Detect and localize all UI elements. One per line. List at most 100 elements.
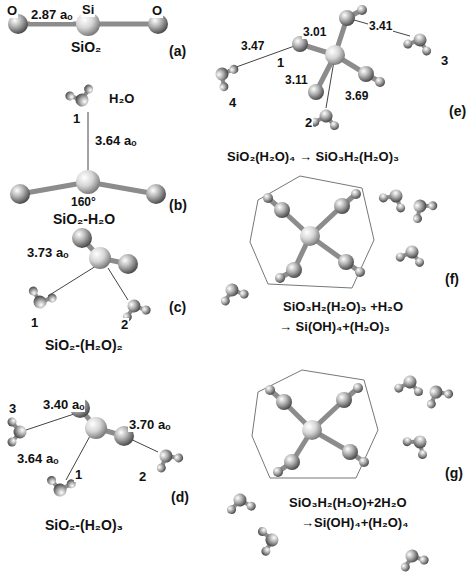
figure-label: 3.64 aₒ (94, 134, 137, 148)
figure-label: (c) (168, 300, 187, 315)
figure-label: SiO₂-H₂O (52, 212, 116, 227)
water-molecule (45, 475, 77, 499)
water-molecule (150, 443, 185, 474)
figure-label: (e) (448, 104, 467, 119)
atom-sphere (146, 184, 166, 204)
figure-label: 1 (72, 112, 81, 126)
water-molecule (405, 192, 439, 225)
illustration-group (18, 10, 380, 472)
atom-sphere (336, 392, 352, 408)
figure-label: SiO₂(H₂O)₄ → SiO₃H₂(H₂O)₃ (226, 150, 400, 164)
atom-sphere (85, 417, 107, 439)
figure-label: 3.40 aₒ (42, 398, 85, 412)
figure-label: O (151, 4, 163, 18)
figure-label: 3.47 (240, 40, 265, 53)
water-molecule (24, 285, 58, 313)
atom-sphere (89, 247, 111, 269)
bond-stick (347, 18, 410, 36)
atom-sphere (355, 267, 365, 277)
figure-label: (f) (444, 272, 460, 287)
figure-label: 3 (440, 54, 449, 68)
figure-label: 3.11 (284, 74, 309, 87)
atom-sphere (338, 254, 354, 270)
figure-label: 3.01 (302, 26, 327, 39)
figure-label: 3.73 aₒ (26, 246, 69, 260)
atom-sphere (300, 226, 320, 246)
water-molecule (402, 29, 436, 57)
figure-label: SiO₂-(H₂O)₂ (44, 338, 124, 353)
figure-label: → Si(OH)₄+(H₂O)₃ (278, 320, 391, 334)
figure-label: 3.70 aₒ (128, 418, 171, 432)
water-molecule (209, 58, 240, 93)
illustration-group (26, 18, 410, 480)
figure-label: SiO₃H₂(H₂O)₃ +H₂O (282, 300, 404, 314)
figure-label: (d) (170, 490, 190, 505)
figure-label: SiO₃H₂(H₂O)+2H₂O (288, 496, 408, 510)
water-molecule (257, 525, 281, 557)
atom-sphere (359, 457, 369, 467)
water-molecule (64, 83, 98, 111)
bond-stick (48, 266, 96, 296)
cluster-outline (250, 176, 374, 288)
figure-label: SiO₂ (70, 40, 102, 55)
atom-sphere (284, 454, 300, 470)
atom-sphere (339, 10, 355, 26)
atom-sphere (334, 198, 350, 214)
atom-sphere (375, 77, 385, 87)
atom-sphere (351, 189, 361, 199)
figure-label: 1 (276, 56, 285, 70)
atom-sphere (286, 262, 302, 278)
water-molecule (420, 379, 455, 410)
atom-sphere (308, 84, 324, 100)
water-molecule (396, 545, 430, 573)
figure-label: (a) (168, 44, 187, 59)
water-molecule (8, 418, 27, 447)
bond-stick (26, 412, 80, 430)
figure-label: 3.41 (368, 20, 393, 33)
atom-sphere (275, 273, 285, 283)
atom-sphere (358, 66, 374, 82)
figure-label: 4 (228, 96, 237, 110)
water-molecule (216, 279, 250, 307)
atom-sphere (72, 228, 92, 248)
figure-label: 1 (30, 316, 39, 330)
figure-label: (g) (444, 466, 464, 481)
water-molecule (225, 491, 257, 515)
figure-label: O (6, 4, 18, 18)
atom-sphere (265, 385, 275, 395)
figure-label: 3 (8, 402, 17, 416)
atom-sphere (263, 193, 273, 203)
atom-sphere (76, 170, 100, 194)
figure-label: SiO₂-(H₂O)₃ (44, 518, 124, 533)
water-molecule (377, 183, 412, 214)
figure-label: 1 (74, 468, 83, 482)
figure-label: Si (81, 3, 95, 17)
atom-sphere (325, 45, 345, 65)
water-molecule (401, 428, 435, 461)
atom-sphere (302, 420, 322, 440)
figure-label: 160° (70, 196, 97, 209)
atom-sphere (342, 444, 358, 460)
atom-sphere (10, 184, 30, 204)
bond-stick (88, 112, 89, 175)
water-molecule (310, 107, 342, 131)
atom-sphere (276, 394, 292, 410)
atom-sphere (357, 5, 367, 15)
figure-label: 3.69 (344, 90, 369, 103)
atom-sphere (274, 202, 290, 218)
atom-sphere (353, 383, 363, 393)
cluster-outline (252, 370, 378, 478)
figure-label: H₂O (108, 92, 135, 106)
water-molecule (394, 373, 426, 397)
figure-label: 2 (120, 318, 129, 332)
atom-sphere (273, 467, 283, 477)
figure-label: 2 (138, 470, 147, 484)
water-molecule (395, 242, 428, 268)
figure-label: (b) (168, 198, 188, 213)
figure-label: →Si(OH)₄+(H₂O)₄ (300, 516, 409, 530)
figure-label: 2.87 aₒ (30, 8, 73, 22)
figure-label: 3.64 aₒ (16, 452, 59, 466)
figure-label: 2 (304, 116, 313, 130)
atom-sphere (118, 254, 138, 274)
